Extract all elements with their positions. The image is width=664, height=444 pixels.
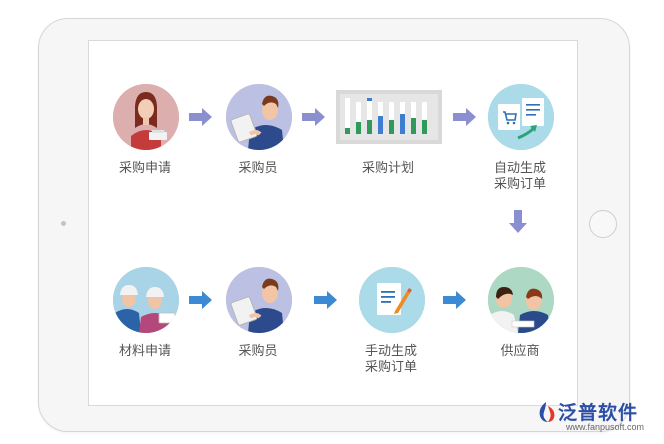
watermark-brand: 泛普软件 xyxy=(558,403,639,424)
arrow-right-icon xyxy=(189,291,212,309)
node-label: 供应商 xyxy=(500,343,540,358)
node-label-line1: 手动生成 xyxy=(364,343,417,358)
node-label-line2: 采购订单 xyxy=(364,359,417,374)
document-pen-icon xyxy=(359,267,425,333)
home-button xyxy=(589,210,617,238)
arrow-right-icon xyxy=(302,108,325,126)
watermark-url: www.fanpusoft.com xyxy=(566,422,645,432)
purchaser-avatar-icon xyxy=(226,84,292,150)
arrow-right-icon xyxy=(189,108,212,126)
arrow-right-icon xyxy=(443,291,466,309)
node-label: 采购申请 xyxy=(118,160,171,175)
node-label: 材料申请 xyxy=(118,343,171,358)
cart-document-icon xyxy=(488,84,554,150)
arrow-down-icon xyxy=(509,210,527,233)
camera-dot xyxy=(61,221,66,226)
arrow-right-icon xyxy=(453,108,476,126)
node-label-line1: 自动生成 xyxy=(493,160,546,175)
arrow-right-icon xyxy=(314,291,337,309)
workers-avatar-icon xyxy=(113,267,179,333)
bar-chart-icon xyxy=(336,90,442,144)
node-label: 采购计划 xyxy=(361,160,414,175)
node-label-line2: 采购订单 xyxy=(493,176,546,191)
brand-logo-icon xyxy=(539,402,555,422)
woman-avatar-icon xyxy=(113,84,179,150)
purchaser-avatar-icon xyxy=(226,267,292,333)
node-label: 采购员 xyxy=(238,160,278,175)
watermark: 泛普软件 www.fanpusoft.com xyxy=(532,398,660,438)
node-label: 采购员 xyxy=(238,343,278,358)
supplier-avatar-icon xyxy=(488,267,554,333)
